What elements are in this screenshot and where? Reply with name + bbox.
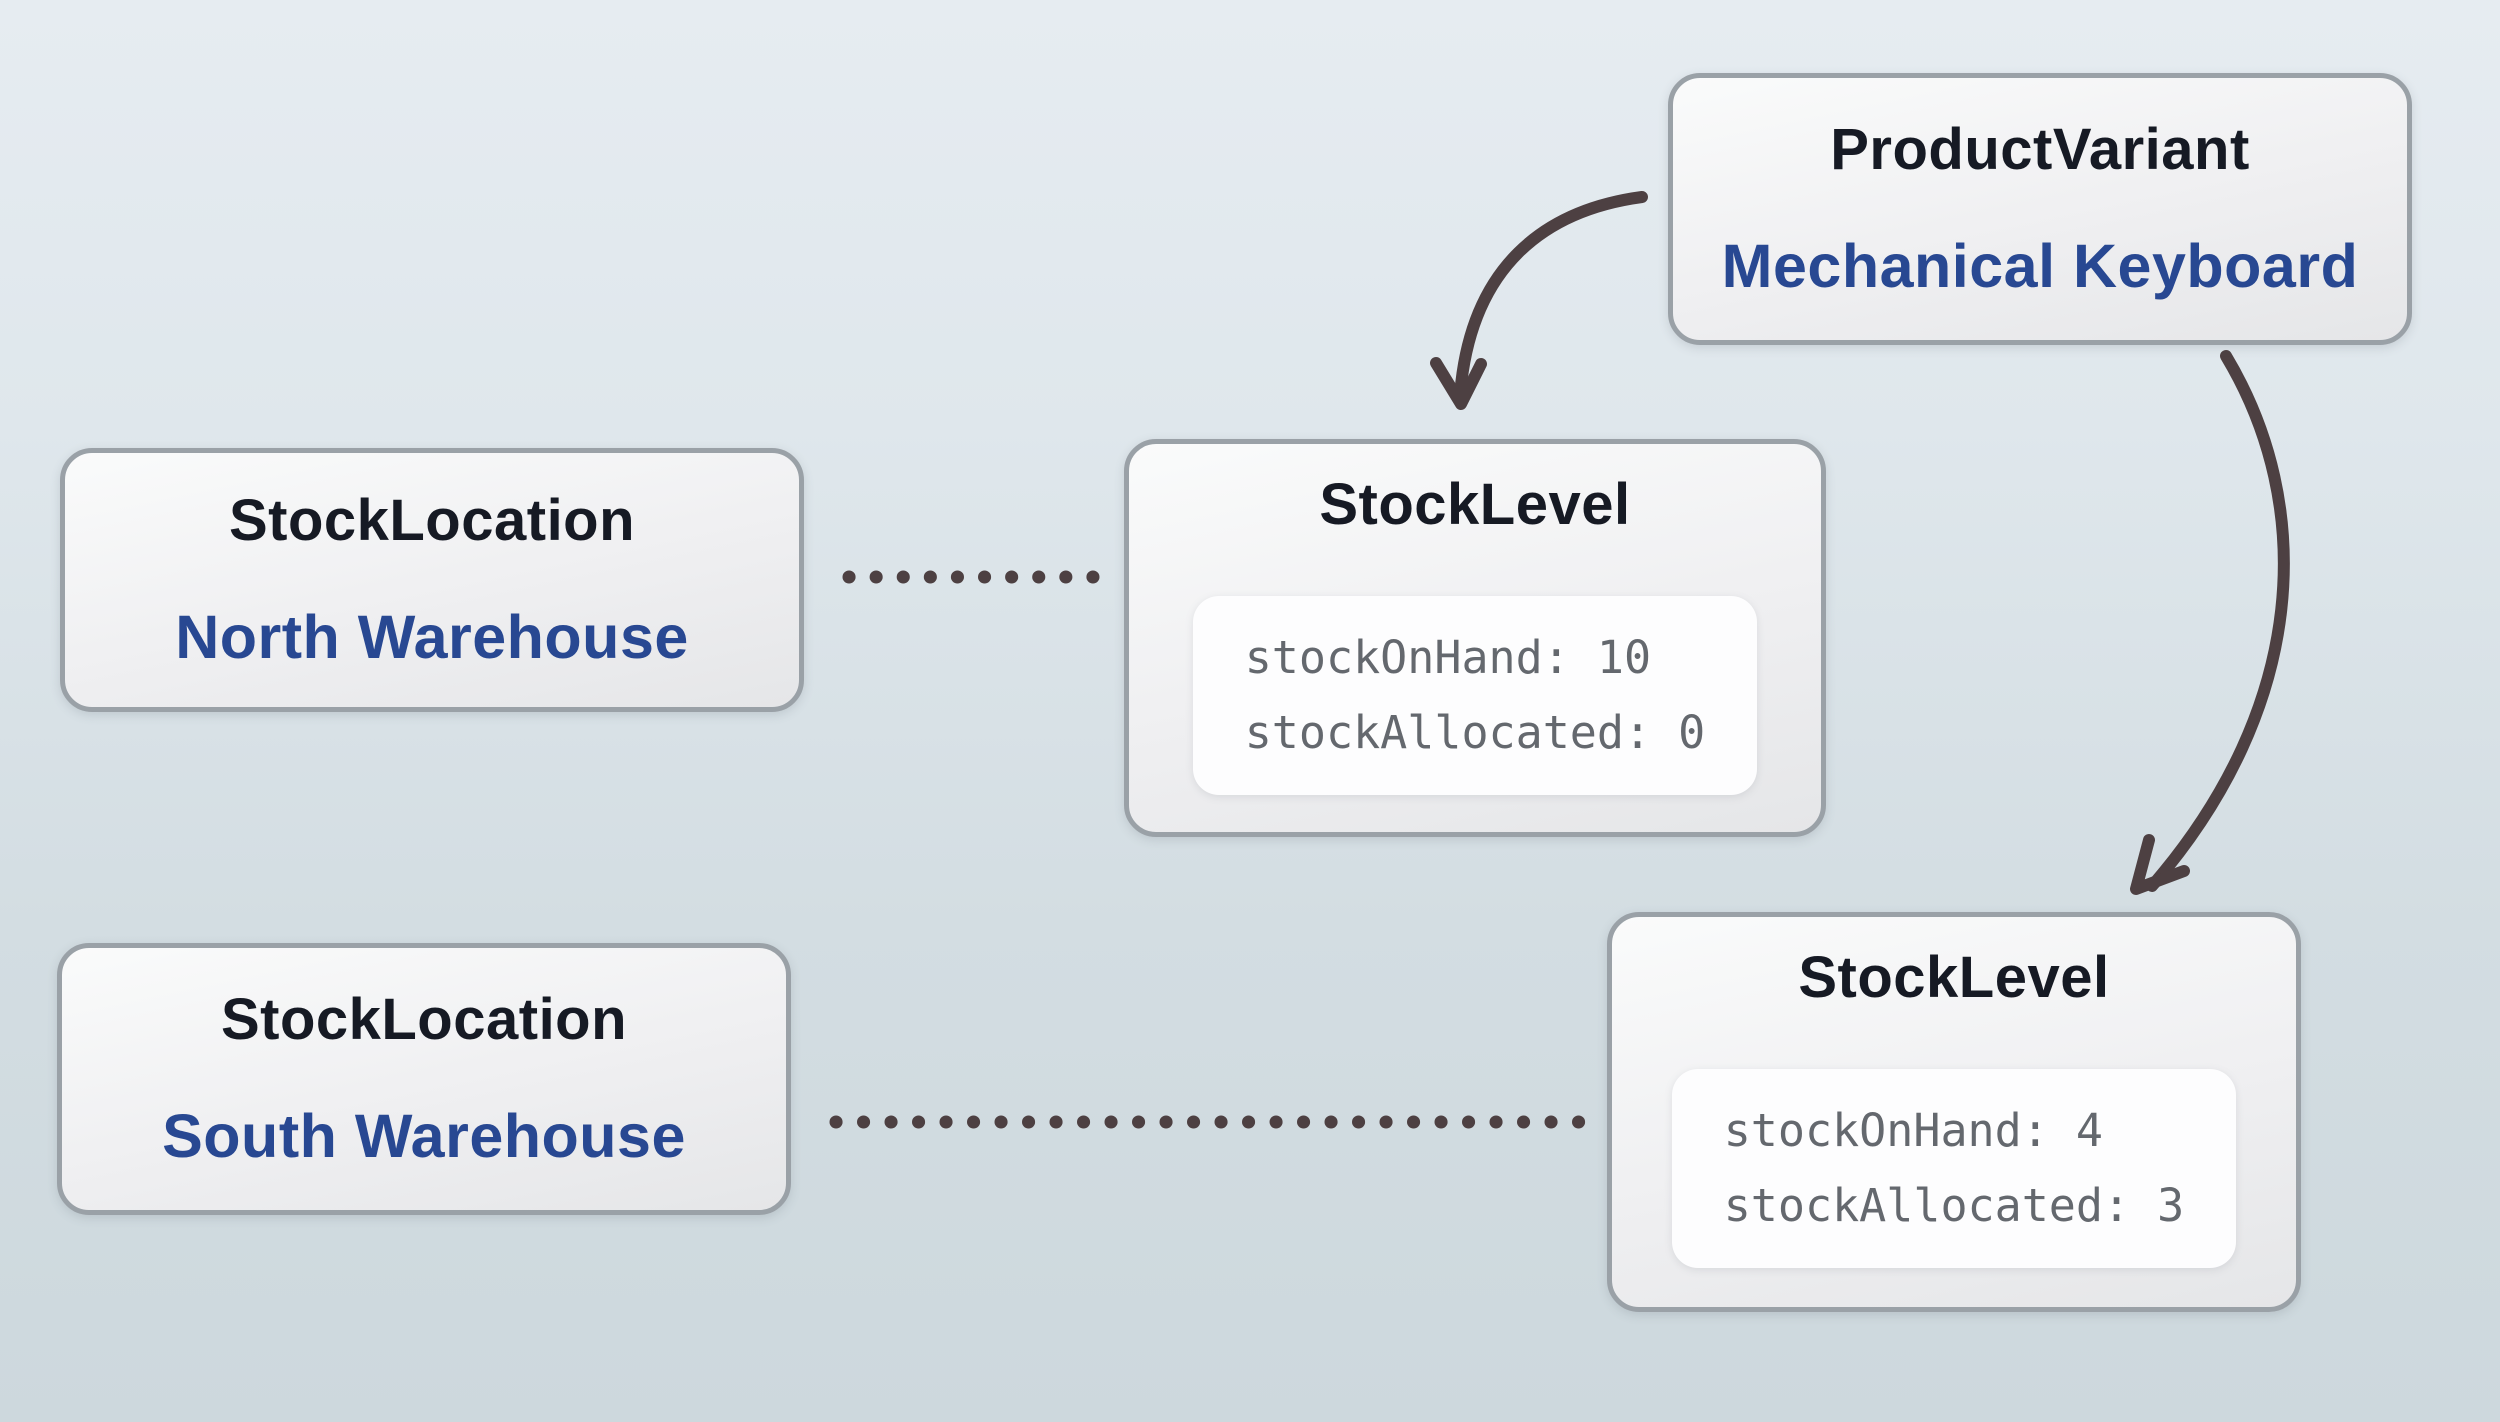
stock-on-hand-field: stockOnHand: 10 <box>1244 630 1652 684</box>
stock-level-north-fields: stockOnHand: 10 stockAllocated: 0 <box>1192 595 1758 795</box>
product-variant-name: Mechanical Keyboard <box>1721 232 2359 301</box>
stock-location-south-title: StockLocation <box>220 986 628 1052</box>
node-stock-location-north: StockLocation North Warehouse <box>60 448 804 712</box>
stock-allocated-field: stockAllocated: 3 <box>1723 1179 2185 1233</box>
arrow-product-to-north-stocklevel <box>1430 191 1648 410</box>
stock-on-hand-field: stockOnHand: 4 <box>1723 1103 2103 1157</box>
node-product-variant: ProductVariant Mechanical Keyboard <box>1668 73 2412 345</box>
arrowhead-north-icon <box>1430 357 1487 410</box>
stock-level-south-fields: stockOnHand: 4 stockAllocated: 3 <box>1671 1068 2237 1268</box>
arrowhead-south-icon <box>2130 834 2190 895</box>
node-stock-level-south: StockLevel stockOnHand: 4 stockAllocated… <box>1607 912 2301 1312</box>
stock-location-north-name: North Warehouse <box>175 603 689 672</box>
arrow-product-to-south-stocklevel <box>2130 350 2290 895</box>
node-stock-level-north: StockLevel stockOnHand: 10 stockAllocate… <box>1124 439 1826 837</box>
stock-level-north-title: StockLevel <box>1319 472 1631 537</box>
stock-level-south-title: StockLevel <box>1798 945 2110 1010</box>
stock-location-south-name: South Warehouse <box>162 1102 686 1171</box>
stock-allocated-field: stockAllocated: 0 <box>1244 706 1706 760</box>
node-stock-location-south: StockLocation South Warehouse <box>57 943 791 1215</box>
stock-location-north-title: StockLocation <box>228 487 636 553</box>
product-variant-title: ProductVariant <box>1830 116 2250 182</box>
